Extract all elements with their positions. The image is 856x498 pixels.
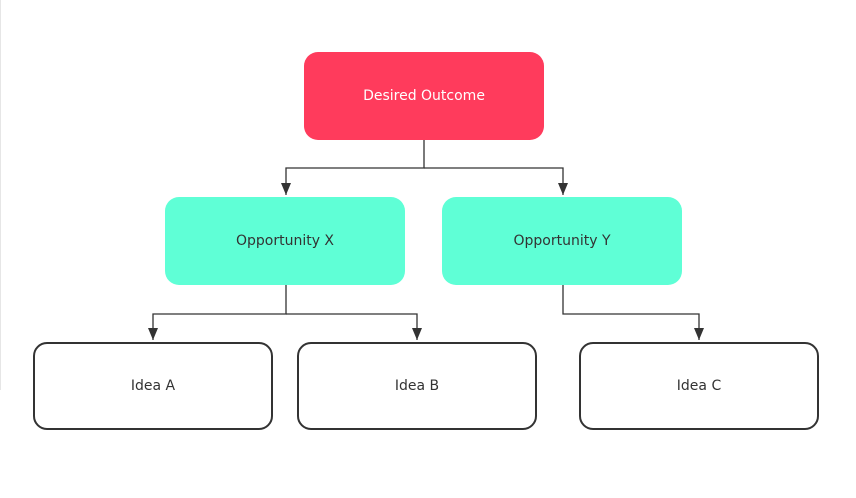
idea-label: Idea B xyxy=(394,378,440,394)
idea-node-a[interactable]: Idea A xyxy=(33,342,273,430)
connector-opportunity-x-to-idea-a xyxy=(152,285,287,340)
idea-label: Idea A xyxy=(130,378,176,394)
opportunity-node-y[interactable]: Opportunity Y xyxy=(442,197,682,285)
opportunity-node-x[interactable]: Opportunity X xyxy=(165,197,405,285)
outcome-label: Desired Outcome xyxy=(363,88,485,104)
idea-node-c[interactable]: Idea C xyxy=(579,342,819,430)
connector-outcome-to-opportunity-x xyxy=(285,140,425,195)
connector-opportunity-x-to-idea-b xyxy=(286,313,418,340)
opportunity-label: Opportunity X xyxy=(235,233,335,249)
arrowhead-idea-b xyxy=(412,328,422,340)
idea-label: Idea C xyxy=(676,378,722,394)
opportunity-label: Opportunity Y xyxy=(513,233,611,249)
connector-opportunity-y-to-idea-c xyxy=(562,285,700,340)
idea-node-b[interactable]: Idea B xyxy=(297,342,537,430)
arrowhead-idea-a xyxy=(148,328,158,340)
arrowhead-opportunity-x xyxy=(281,183,291,195)
outcome-node[interactable]: Desired Outcome xyxy=(304,52,544,140)
canvas-edge-line xyxy=(0,0,1,390)
arrowhead-idea-c xyxy=(694,328,704,340)
connector-outcome-to-opportunity-y xyxy=(424,167,564,195)
arrowhead-opportunity-y xyxy=(558,183,568,195)
